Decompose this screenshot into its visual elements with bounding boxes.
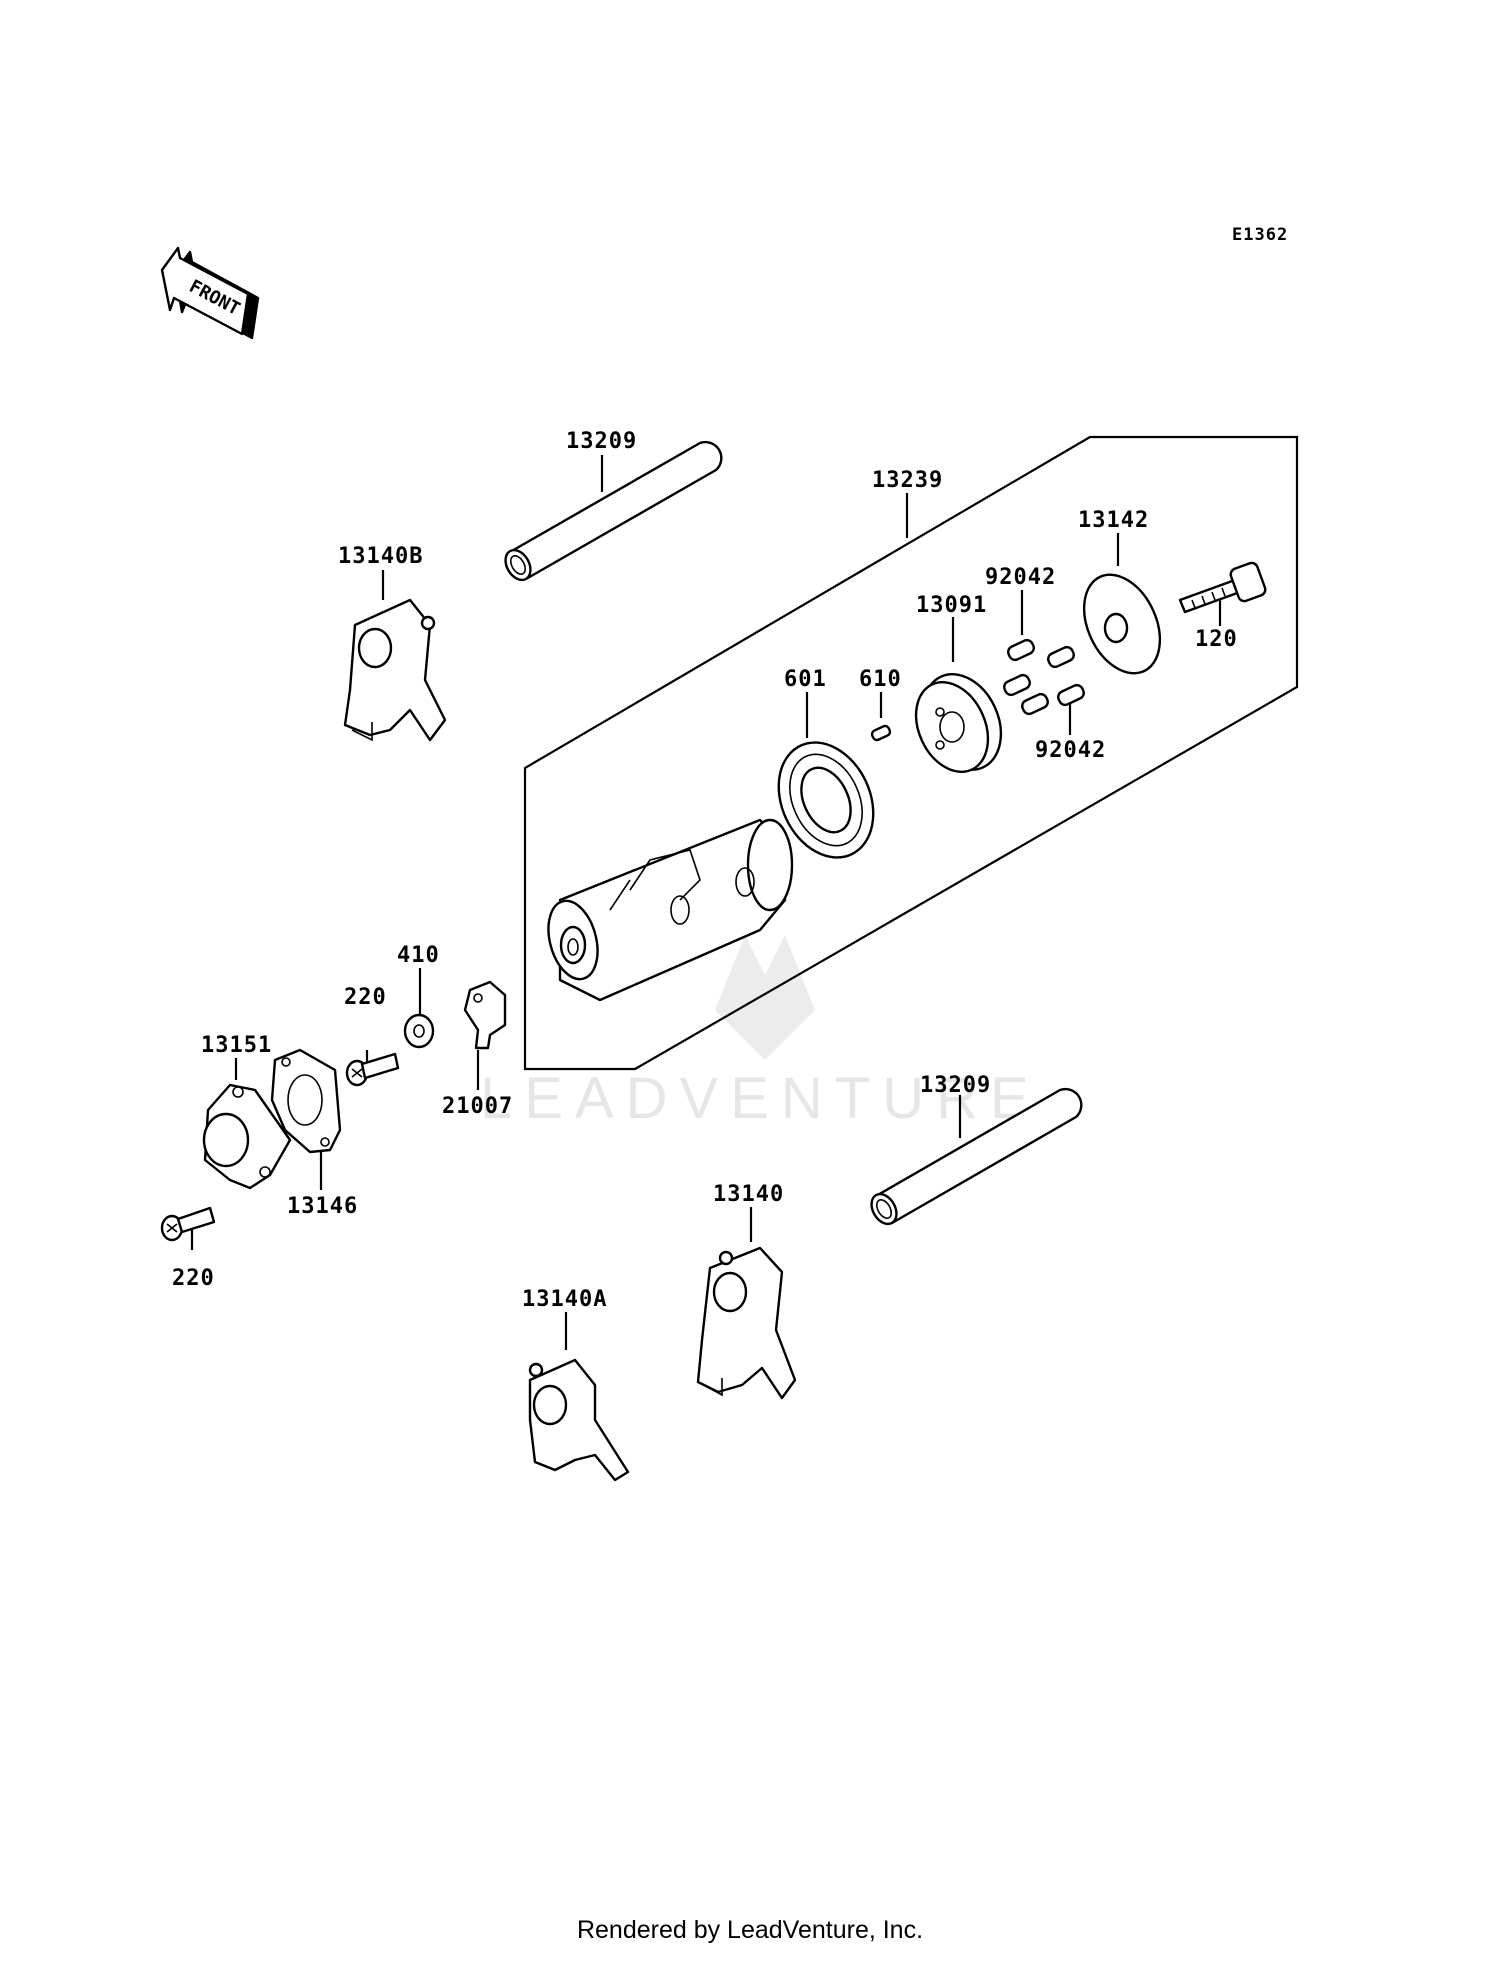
label-shift-rod-top: 13209 <box>566 429 637 454</box>
label-fork: 13140 <box>713 1182 784 1207</box>
diagram-code: E1362 <box>1232 225 1288 245</box>
bolt-120 <box>1178 561 1267 614</box>
cam-pins <box>1003 638 1085 716</box>
bearing <box>777 741 875 859</box>
holder <box>202 1083 292 1190</box>
leadventure-watermark: LEADVENTURE <box>480 935 1041 1131</box>
label-plate: 13142 <box>1078 508 1149 533</box>
assembly-outline <box>523 435 1299 1071</box>
bolt-220-mid <box>345 1052 400 1087</box>
label-gasket: 13146 <box>287 1194 358 1219</box>
washer <box>403 1013 435 1049</box>
shift-drum <box>547 818 794 1002</box>
label-holder: 13151 <box>201 1033 272 1058</box>
stopper <box>463 980 507 1050</box>
label-pin: 610 <box>859 667 902 692</box>
gasket <box>270 1048 342 1154</box>
bolt-220-left <box>160 1206 216 1242</box>
watermark-text: LEADVENTURE <box>480 1066 1041 1131</box>
label-fork-b: 13140B <box>338 544 423 569</box>
front-arrow-icon: FRONT <box>160 246 260 340</box>
shift-fork <box>696 1246 797 1400</box>
label-bolt-left: 220 <box>172 1266 215 1291</box>
label-pins-upper: 92042 <box>985 565 1056 590</box>
pin <box>870 724 892 742</box>
shift-rod-right <box>870 1087 1083 1226</box>
shift-fork-b <box>343 598 447 742</box>
label-shift-drum-assy: 13239 <box>872 468 943 493</box>
drum-cam <box>914 672 1003 774</box>
label-washer: 410 <box>397 943 440 968</box>
shift-fork-a <box>528 1358 630 1482</box>
drum-plate <box>1082 573 1162 675</box>
label-shift-rod-right: 13209 <box>920 1073 991 1098</box>
part-labels: 13209 13239 13140B 13142 92042 13091 601… <box>172 429 1238 1312</box>
label-drum-cam: 13091 <box>916 593 987 618</box>
label-bolt-right: 120 <box>1195 627 1238 652</box>
label-fork-a: 13140A <box>522 1287 607 1312</box>
label-pins-lower: 92042 <box>1035 738 1106 763</box>
label-stopper: 21007 <box>442 1094 513 1119</box>
label-bearing: 601 <box>784 667 827 692</box>
footer-credit: Rendered by LeadVenture, Inc. <box>576 1916 924 1944</box>
shift-rod-top <box>504 440 723 582</box>
label-bolt-mid: 220 <box>344 985 387 1010</box>
